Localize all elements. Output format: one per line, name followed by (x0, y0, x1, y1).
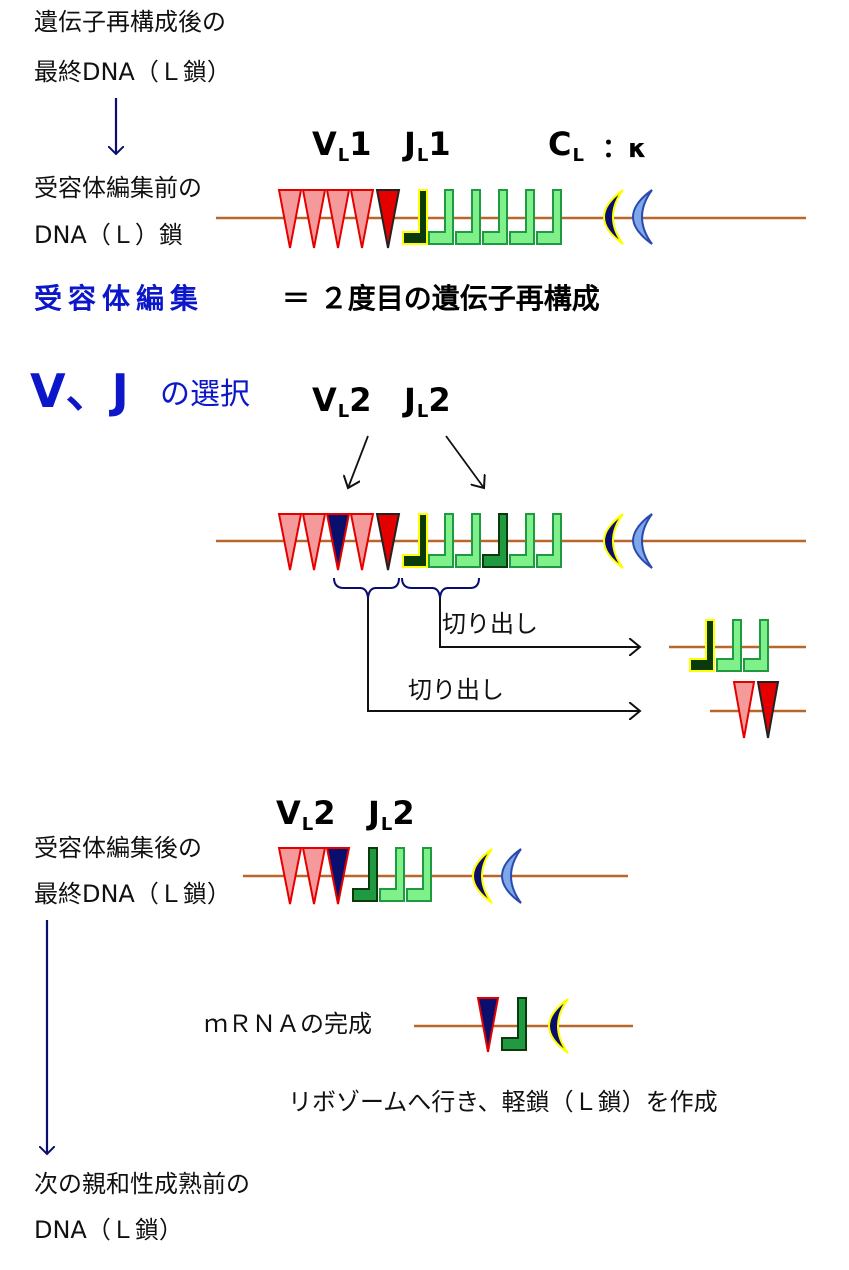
c-segment (632, 189, 653, 245)
v-segment (349, 189, 375, 249)
j-segment (379, 847, 405, 902)
vl1-excised-segment (756, 681, 780, 739)
mrna-j-segment (501, 997, 527, 1051)
final-dna-before-label-line2: 最終DNA（Ｌ鎖） (34, 58, 231, 86)
next-dna-label-line1: 次の親和性成熟前の (34, 1170, 250, 1198)
v-segment (301, 189, 327, 249)
pre-edit-label-line2: DNA（Ｌ）鎖 (34, 221, 183, 249)
j-excision-brace (401, 577, 480, 599)
final-dna-before-label-line1: 遺伝子再構成後の (34, 8, 226, 36)
v-segment (349, 513, 375, 571)
jl2-pointer-arrow (445, 435, 484, 488)
vl2-label-selection: VL2 (312, 381, 372, 422)
vl2-new-segment (325, 513, 351, 571)
ribosome-label: リボゾームへ行き、軽鎖（Ｌ鎖）を作成 (288, 1088, 718, 1116)
kappa-label: ：κ (602, 134, 647, 164)
cl-label: CL (548, 125, 584, 166)
row-selection (277, 513, 653, 571)
excised-v-fragment (732, 681, 780, 739)
vl2-label-final: VL2 (276, 794, 336, 835)
excision-label-v: 切り出し (408, 676, 504, 704)
second-rearrangement-text: ＝ ２度目の遺伝子再構成 (282, 282, 600, 315)
pre-edit-label-line1: 受容体編集前の (34, 174, 202, 202)
vl1-old-segment (375, 513, 401, 571)
mrna-v-segment (476, 997, 500, 1053)
j-segment (536, 513, 562, 568)
v-segment (277, 189, 303, 249)
j-segment (482, 189, 508, 245)
row-pre-edit (277, 189, 653, 249)
jl1-label: JL1 (404, 125, 451, 166)
j-segment (428, 189, 454, 245)
vj-heading: V、J (30, 364, 129, 418)
selection-heading: の選択 (160, 377, 250, 412)
post-edit-label-line1: 受容体編集後の (34, 834, 202, 862)
v-segment (277, 513, 303, 571)
j-segment (509, 513, 535, 568)
vl1-label: VL1 (312, 125, 372, 166)
c-kappa-segment (603, 189, 624, 245)
v-excised-segment (732, 681, 756, 739)
excision-label-j: 切り出し (442, 610, 538, 638)
jl2-new-segment (482, 513, 508, 568)
vl1-selected-segment (375, 189, 401, 249)
c-segment (632, 513, 653, 569)
v-excision-arrow (367, 598, 640, 711)
mrna-complete-label: ｍＲＮＡの完成 (204, 1010, 372, 1038)
j-excised-segment (716, 619, 742, 672)
row-post-edit (277, 847, 522, 905)
row-mrna (476, 997, 569, 1054)
v-segment (301, 847, 327, 905)
j-segment (455, 513, 481, 568)
vl2-segment (325, 847, 351, 905)
jl1-old-segment (402, 513, 428, 568)
excised-j-fragment (689, 619, 769, 672)
post-edit-label-line2: 最終DNA（Ｌ鎖） (34, 880, 231, 908)
jl2-label-selection: JL2 (404, 381, 451, 422)
v-excision-brace (333, 577, 400, 599)
jl1-excised-segment (689, 619, 715, 672)
vl2-pointer-arrow (348, 435, 369, 488)
j-excised-segment (743, 619, 769, 672)
j-segment (406, 847, 432, 902)
j-segment (536, 189, 562, 245)
c-segment (501, 848, 522, 904)
j-segment (455, 189, 481, 245)
jl2-segment (352, 847, 378, 902)
mrna-c-segment (548, 998, 569, 1054)
j-segment (428, 513, 454, 568)
jl2-label-final: JL2 (368, 794, 415, 835)
j-segment (509, 189, 535, 245)
v-segment (277, 847, 303, 905)
v-segment (325, 189, 351, 249)
jl1-selected-segment (402, 189, 428, 245)
c-kappa-segment (472, 848, 493, 904)
next-dna-label-line2: DNA（Ｌ鎖） (34, 1216, 183, 1244)
c-kappa-segment (603, 513, 624, 569)
j-excision-arrow (439, 598, 640, 647)
v-segment (301, 513, 327, 571)
receptor-editing-heading: 受容体編集 (34, 282, 205, 315)
